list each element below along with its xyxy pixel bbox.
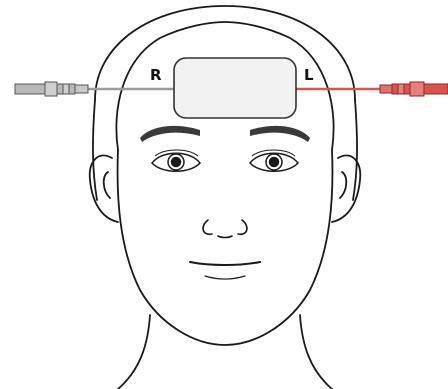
right-side-label: R [150,66,162,84]
nose [203,220,247,238]
right-lead-connector [15,82,88,96]
left-lead-connector [380,82,448,96]
eyebrows [140,126,310,142]
mouth [190,262,260,279]
left-side-label: L [304,66,314,84]
eyes [152,150,298,171]
forehead-electrode-pad [174,58,296,118]
